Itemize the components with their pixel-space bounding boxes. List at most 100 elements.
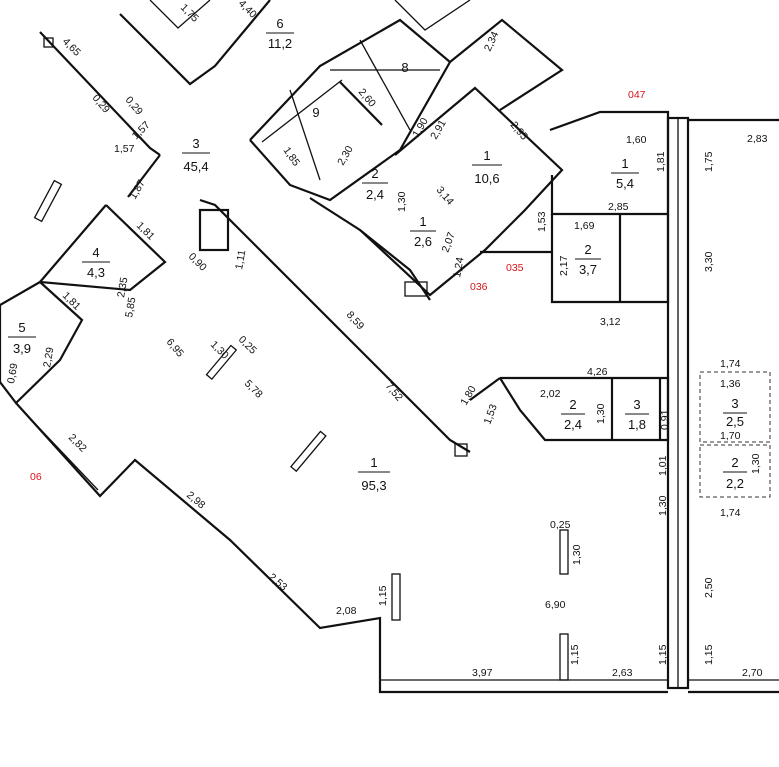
dimension-label: 3,30 bbox=[703, 251, 715, 272]
dimension-label: 1,30 bbox=[396, 191, 408, 212]
room-3-corridor: 3 45,4 bbox=[182, 136, 210, 174]
markers: 047 035 036 06 bbox=[30, 89, 646, 483]
dimension-label: 2,82 bbox=[66, 432, 89, 455]
dimension-label: 0,29 bbox=[90, 92, 112, 115]
room-number: 9 bbox=[312, 105, 319, 120]
wall-upper-right bbox=[449, 18, 564, 111]
room-area: 2,4 bbox=[366, 187, 384, 202]
room-number: 5 bbox=[18, 320, 25, 335]
dimension-label: 5,78 bbox=[242, 378, 265, 401]
room-area: 45,4 bbox=[183, 159, 208, 174]
dimension-label: 2,07 bbox=[440, 231, 458, 254]
room-number: 4 bbox=[92, 245, 99, 260]
marker-label: 047 bbox=[628, 89, 646, 101]
dimension-label: 2,60 bbox=[356, 86, 378, 109]
room-5: 5 3,9 bbox=[8, 320, 36, 356]
dimension-label: 2,53 bbox=[266, 571, 289, 593]
room-area: 11,2 bbox=[268, 36, 292, 51]
dimension-label: 2,50 bbox=[703, 577, 715, 598]
room-area: 3,9 bbox=[13, 341, 31, 356]
room-number: 1 bbox=[419, 214, 426, 229]
room-area: 4,3 bbox=[87, 265, 105, 280]
dimension-label: 6,95 bbox=[164, 336, 186, 359]
wall-small-rooms bbox=[309, 197, 431, 301]
room-3-mid: 3 1,8 bbox=[625, 397, 649, 432]
wall-stub bbox=[404, 281, 428, 297]
room-area: 10,6 bbox=[474, 171, 499, 186]
elevator-9-x2 bbox=[289, 89, 321, 181]
room-1-right: 1 5,4 bbox=[611, 156, 639, 191]
dimension-label: 1,74 bbox=[720, 507, 741, 519]
dimension-label: 0,69 bbox=[5, 362, 20, 384]
dimension-label: 0,25 bbox=[550, 519, 571, 531]
dimension-labels: 4,65 1,75 4,40 2,34 0,29 0,29 1,57 1,57 … bbox=[5, 0, 767, 679]
room-number: 2 bbox=[569, 397, 576, 412]
room-number: 3 bbox=[192, 136, 199, 151]
room-number: 2 bbox=[731, 455, 738, 470]
column-main-5 bbox=[391, 573, 401, 621]
dimension-label: 3,12 bbox=[600, 316, 621, 328]
dimension-label: 1,30 bbox=[208, 339, 231, 362]
dimension-label: 2,63 bbox=[612, 667, 633, 679]
dimension-label: 5,85 bbox=[123, 296, 138, 318]
dimension-label: 1,81 bbox=[134, 220, 157, 243]
dimension-label: 1,36 bbox=[720, 378, 741, 390]
dimension-label: 1,11 bbox=[233, 249, 248, 271]
dimension-label: 2,02 bbox=[540, 388, 561, 400]
wall-elevator-divider bbox=[339, 81, 383, 126]
wall-column bbox=[43, 37, 54, 48]
elevator-9-x1 bbox=[261, 79, 343, 143]
dimension-label: 1,60 bbox=[626, 134, 647, 146]
wall-left-outer-window bbox=[21, 409, 99, 491]
room-number: 8 bbox=[401, 60, 408, 75]
dimension-label: 1,74 bbox=[720, 358, 741, 370]
room-1-lobby: 1 10,6 bbox=[472, 148, 502, 186]
room-area: 2,2 bbox=[726, 476, 744, 491]
room-number: 3 bbox=[731, 396, 738, 411]
marker-label: 035 bbox=[506, 262, 524, 274]
dimension-label: 1,87 bbox=[127, 178, 148, 202]
room-2-right: 2 3,7 bbox=[575, 242, 601, 277]
dimension-label: 1,30 bbox=[750, 453, 762, 474]
dimension-label: 2,17 bbox=[558, 255, 570, 276]
dimension-label: 1,15 bbox=[377, 585, 389, 606]
wall-main-diagonal bbox=[199, 198, 471, 453]
walls bbox=[0, 0, 779, 694]
room-area: 2,6 bbox=[414, 234, 432, 249]
dimension-label: 2,70 bbox=[742, 667, 763, 679]
dimension-label: 2,85 bbox=[608, 201, 629, 213]
room-area: 95,3 bbox=[361, 478, 386, 493]
room-number: 1 bbox=[370, 455, 377, 470]
dimension-label: 1,75 bbox=[178, 2, 201, 25]
wall-elevators bbox=[249, 18, 452, 202]
room-area: 1,8 bbox=[628, 417, 646, 432]
wall-stair-top bbox=[119, 0, 271, 86]
room-2-far-outline bbox=[699, 444, 771, 498]
dimension-label: 2,35 bbox=[115, 276, 130, 298]
room-number: 2 bbox=[584, 242, 591, 257]
room-9: 9 bbox=[312, 105, 319, 120]
wall-room-4 bbox=[37, 204, 167, 292]
dimension-label: 6,90 bbox=[545, 599, 566, 611]
dimension-label: 3,14 bbox=[434, 184, 456, 207]
dimension-label: 0,91 bbox=[659, 409, 671, 430]
dimension-label: 1,30 bbox=[595, 403, 607, 424]
wall-lobby bbox=[359, 86, 564, 297]
dimension-label: 1,30 bbox=[657, 495, 669, 516]
marker-label: 036 bbox=[470, 281, 488, 293]
room-area: 2,5 bbox=[726, 414, 744, 429]
room-4: 4 4,3 bbox=[82, 245, 110, 280]
dimension-label: 2,83 bbox=[747, 133, 768, 145]
dimension-label: 2,91 bbox=[428, 118, 449, 142]
dimension-label: 1,53 bbox=[482, 403, 500, 426]
wall-stair-inner bbox=[149, 0, 211, 29]
wall-room-1-right bbox=[549, 110, 670, 216]
dimension-label: 1,85 bbox=[281, 145, 303, 169]
dimension-label: 1,69 bbox=[574, 220, 595, 232]
dimension-label: 3,97 bbox=[472, 667, 493, 679]
dimension-label: 1,75 bbox=[703, 151, 715, 172]
room-2-far: 2 2,2 bbox=[723, 455, 747, 491]
wall-pillar-left bbox=[33, 179, 63, 223]
